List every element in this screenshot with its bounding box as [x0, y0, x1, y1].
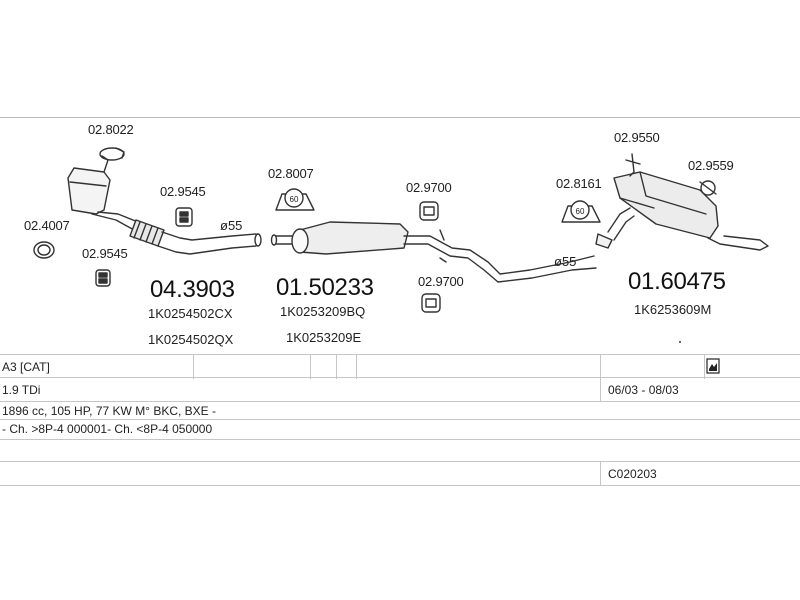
clip-icon	[99, 147, 125, 161]
table-row: 1.9 TDi 06/03 - 08/03	[0, 378, 800, 402]
rubber-hanger-icon	[419, 201, 441, 313]
rear-silencer	[595, 171, 769, 251]
part-label-mount-mid[interactable]: 02.8007	[268, 166, 314, 181]
part-label-gasket[interactable]: 02.4007	[24, 218, 70, 233]
dot-mark	[679, 341, 681, 343]
diameter-front: ø55	[220, 218, 243, 233]
flex-pipe	[129, 219, 165, 247]
table-row: C020203	[0, 462, 800, 486]
assembly-number-center[interactable]: 01.50233	[276, 274, 374, 301]
table-row: 1896 cc, 105 HP, 77 KW M° BKC, BXE -	[0, 402, 800, 420]
hanger-mount-icon	[275, 188, 601, 223]
part-label-mount-a[interactable]: 02.9545	[160, 184, 206, 199]
vehicle-engine: 1.9 TDi	[2, 383, 41, 397]
vehicle-model: A3 [CAT]	[2, 360, 50, 374]
top-divider	[0, 117, 800, 118]
mount-mark-mid: 60	[290, 195, 299, 204]
diameter-rear: ø55	[554, 254, 577, 269]
oem-number: 1K0254502QX	[148, 332, 234, 347]
vehicle-years: 06/03 - 08/03	[608, 383, 679, 397]
part-label-mount-rear[interactable]: 02.8161	[556, 176, 602, 191]
part-label-clip[interactable]: 02.8022	[88, 122, 134, 137]
oem-number: 1K6253609M	[634, 302, 712, 317]
exhaust-diagram: 60 60	[33, 147, 769, 343]
vehicle-code: C020203	[608, 467, 657, 481]
mount-mark-rear: 60	[576, 207, 585, 216]
oem-number: 1K0253209BQ	[280, 304, 366, 319]
part-label-hanger-bottom[interactable]: 02.9700	[418, 274, 464, 289]
rubber-mount-icon	[95, 207, 193, 287]
oem-number: 1K0254502CX	[148, 306, 233, 321]
part-label-mount-b[interactable]: 02.9545	[82, 246, 128, 261]
part-label-ring-hanger[interactable]: 02.9559	[688, 158, 734, 173]
vehicle-spec: 1896 cc, 105 HP, 77 KW M° BKC, BXE -	[2, 404, 217, 418]
clamp-icon	[625, 153, 641, 177]
assembly-number-front[interactable]: 04.3903	[150, 276, 235, 303]
vehicle-chassis: - Ch. >8P-4 000001- Ch. <8P-4 050000	[2, 422, 213, 436]
document-icon[interactable]	[706, 358, 720, 374]
center-silencer	[270, 221, 597, 283]
table-row: A3 [CAT]	[0, 354, 800, 379]
assembly-number-rear[interactable]: 01.60475	[628, 268, 726, 295]
front-pipe	[157, 231, 262, 255]
gasket-ring-icon	[33, 241, 55, 259]
oem-number: 1K0253209E	[286, 330, 362, 345]
part-label-clamp[interactable]: 02.9550	[614, 130, 660, 145]
table-row: - Ch. >8P-4 000001- Ch. <8P-4 050000	[0, 420, 800, 440]
ring-hanger-icon	[699, 180, 717, 196]
part-label-hanger-top[interactable]: 02.9700	[406, 180, 452, 195]
table-row	[0, 440, 800, 462]
